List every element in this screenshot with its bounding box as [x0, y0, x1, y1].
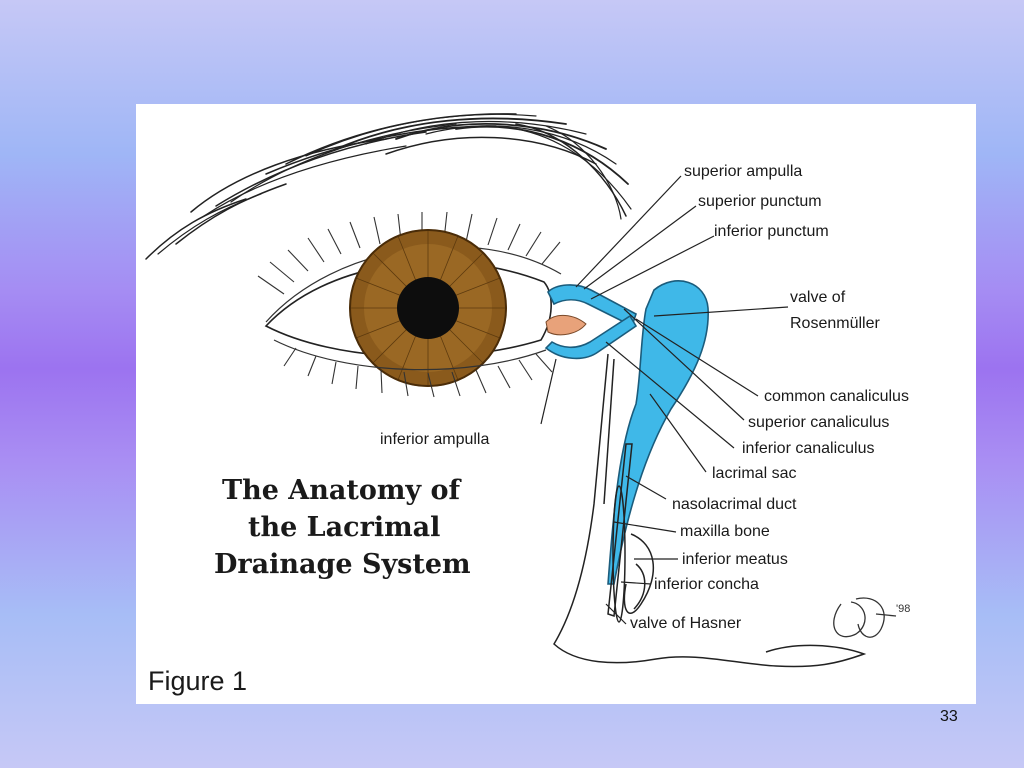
leader-lines [540, 175, 789, 625]
label-common-canaliculus: common canaliculus [764, 388, 909, 405]
nose-outline [553, 353, 867, 668]
label-inferior-meatus: inferior meatus [682, 551, 788, 568]
diagram-title-line3: Drainage System [214, 549, 471, 580]
diagram-title-line1: The Anatomy of [222, 475, 461, 506]
lacrimal-drainage-system [544, 280, 709, 585]
lower-eyelashes [283, 347, 553, 398]
label-valve-of-hasner: valve of Hasner [630, 615, 742, 632]
label-valve-of-rosenmuller-line1: valve of [790, 289, 846, 306]
label-inferior-concha: inferior concha [654, 576, 759, 593]
label-maxilla-bone: maxilla bone [680, 523, 770, 540]
label-nasolacrimal-duct: nasolacrimal duct [672, 496, 797, 513]
caruncle [545, 315, 587, 336]
eyebrow [145, 113, 632, 260]
figure-caption: Figure 1 [148, 666, 248, 696]
label-superior-canaliculus: superior canaliculus [748, 414, 890, 431]
label-valve-of-rosenmuller-line2: Rosenmüller [790, 315, 880, 332]
lower-eyelid [273, 339, 547, 371]
signature-year: '98 [896, 603, 910, 615]
artist-signature: '98 [833, 597, 910, 638]
inferior-canaliculus [544, 314, 638, 360]
lacrimal-sac-and-duct [607, 280, 709, 585]
label-superior-punctum: superior punctum [698, 193, 822, 210]
diagram-title-line2: the Lacrimal [248, 512, 441, 543]
label-inferior-canaliculus: inferior canaliculus [742, 440, 875, 457]
label-inferior-punctum: inferior punctum [714, 223, 829, 240]
label-lacrimal-sac: lacrimal sac [712, 465, 797, 482]
slide-number: 33 [940, 708, 958, 725]
label-superior-ampulla: superior ampulla [684, 163, 803, 180]
lacrimal-diagram: '98 [145, 113, 910, 668]
pupil [397, 277, 459, 339]
figure-panel: '98 superior ampulla superior punctum in… [136, 104, 976, 704]
label-inferior-ampulla: inferior ampulla [380, 431, 490, 448]
